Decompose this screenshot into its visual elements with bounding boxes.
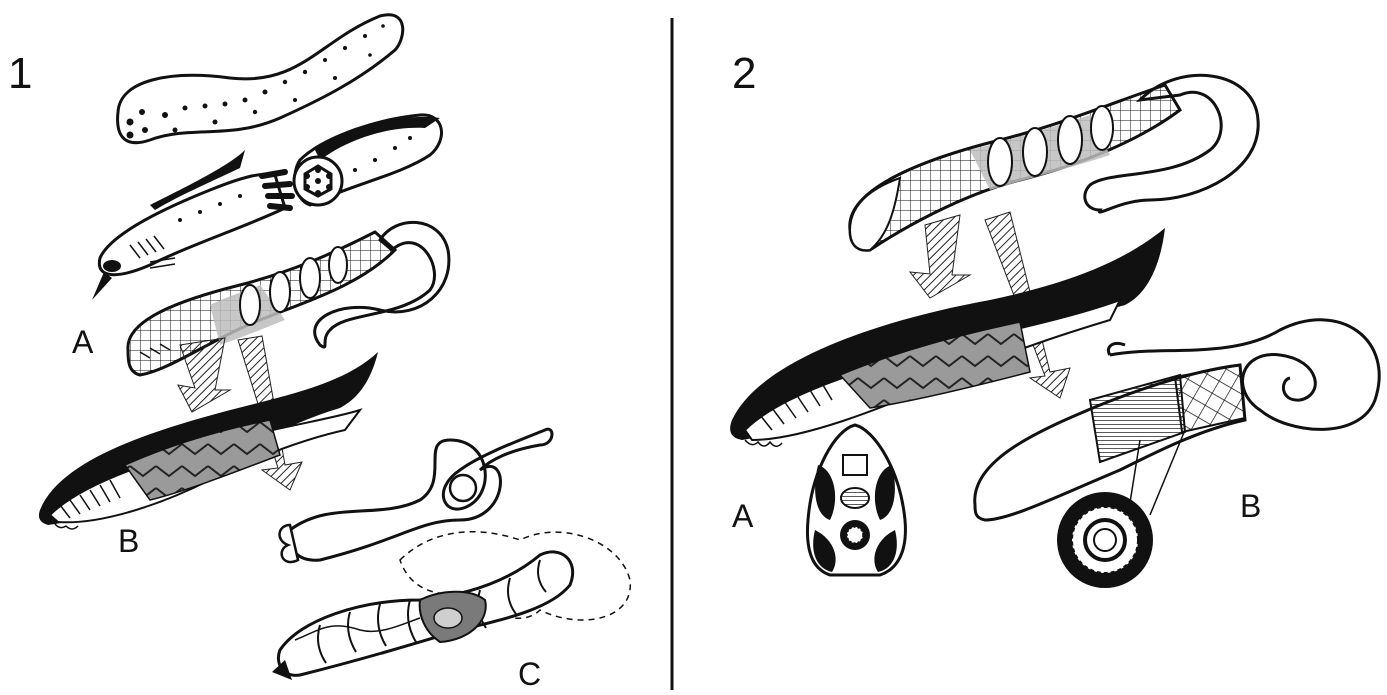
panel1-dotted-worm — [118, 15, 403, 143]
panel-2-label-b: B — [1240, 490, 1261, 522]
panel-1-label-a: A — [72, 326, 93, 358]
panel-1-label-c: C — [518, 658, 541, 690]
panel2-cross-section-A — [807, 425, 905, 575]
panel-1-label-b: B — [118, 525, 139, 557]
panel2-segmented-worm — [850, 75, 1258, 250]
panel-2-label-a: A — [732, 500, 753, 532]
panel1-curled-worm — [280, 429, 552, 562]
panel-2-number: 2 — [732, 52, 756, 96]
panel2-looped-worm-B — [975, 320, 1379, 588]
panel-1-number: 1 — [8, 52, 32, 96]
